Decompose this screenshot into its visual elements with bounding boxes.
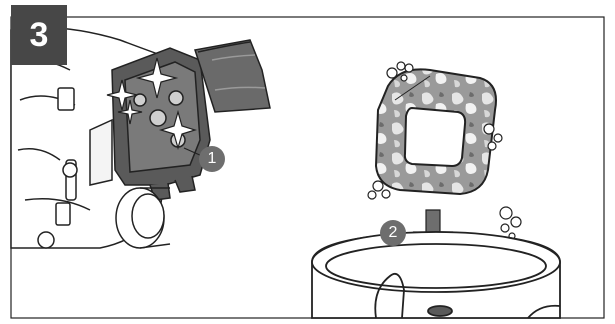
callout-1: 1 bbox=[199, 146, 225, 172]
water-basin bbox=[312, 232, 560, 318]
sponge-filter bbox=[376, 69, 496, 194]
step-number-badge: 3 bbox=[11, 5, 67, 65]
callout-2: 2 bbox=[380, 220, 406, 246]
